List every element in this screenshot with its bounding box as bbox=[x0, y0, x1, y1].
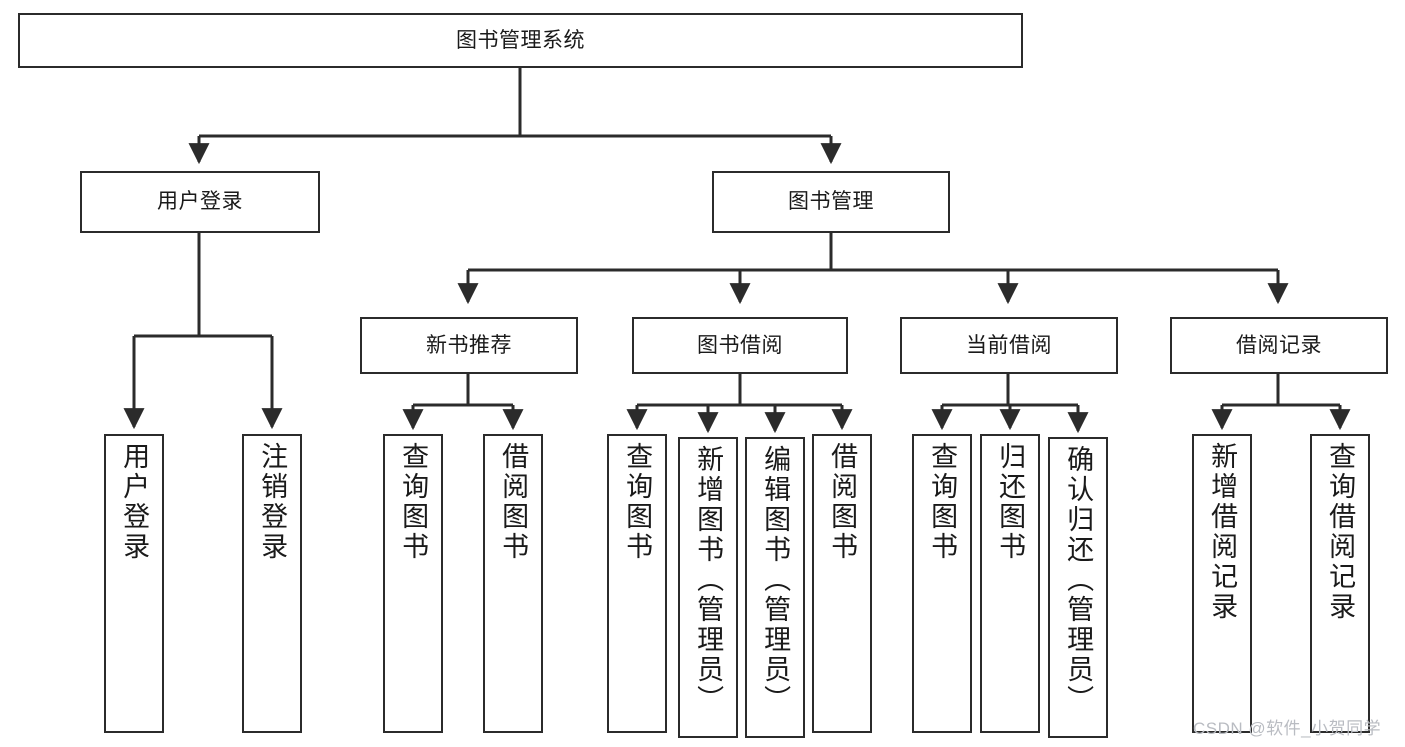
leaf-borrow-book-2-label: 借阅图书 bbox=[827, 442, 858, 562]
leaf-user-login-label: 用户登录 bbox=[119, 442, 150, 562]
leaf-return-book-label: 归还图书 bbox=[995, 442, 1026, 562]
node-book-manage[interactable]: 图书管理 bbox=[712, 171, 950, 233]
node-book-manage-label: 图书管理 bbox=[788, 190, 874, 214]
node-current-borrow[interactable]: 当前借阅 bbox=[900, 317, 1118, 374]
node-borrow-record[interactable]: 借阅记录 bbox=[1170, 317, 1388, 374]
leaf-confirm-return-label: 确认归还（管理员） bbox=[1063, 445, 1094, 715]
node-book-borrow-label: 图书借阅 bbox=[697, 333, 783, 357]
leaf-borrow-book-2[interactable]: 借阅图书 bbox=[812, 434, 872, 733]
leaf-edit-book[interactable]: 编辑图书（管理员） bbox=[745, 437, 805, 738]
node-root-label: 图书管理系统 bbox=[456, 28, 585, 52]
leaf-add-book-label: 新增图书（管理员） bbox=[693, 445, 724, 715]
leaf-query-book-2[interactable]: 查询图书 bbox=[607, 434, 667, 733]
leaf-borrow-book-1-label: 借阅图书 bbox=[498, 442, 529, 562]
node-root[interactable]: 图书管理系统 bbox=[18, 13, 1023, 68]
node-current-borrow-label: 当前借阅 bbox=[966, 333, 1052, 357]
leaf-return-book[interactable]: 归还图书 bbox=[980, 434, 1040, 733]
node-new-book-recommend-label: 新书推荐 bbox=[426, 333, 512, 357]
leaf-edit-book-label: 编辑图书（管理员） bbox=[760, 445, 791, 715]
leaf-user-logout[interactable]: 注销登录 bbox=[242, 434, 302, 733]
node-new-book-recommend[interactable]: 新书推荐 bbox=[360, 317, 578, 374]
leaf-query-record[interactable]: 查询借阅记录 bbox=[1310, 434, 1370, 733]
leaf-query-book-1[interactable]: 查询图书 bbox=[383, 434, 443, 733]
node-book-borrow[interactable]: 图书借阅 bbox=[632, 317, 848, 374]
leaf-add-record-label: 新增借阅记录 bbox=[1207, 442, 1238, 622]
leaf-add-record[interactable]: 新增借阅记录 bbox=[1192, 434, 1252, 733]
leaf-query-book-3-label: 查询图书 bbox=[927, 442, 958, 562]
leaf-query-book-3[interactable]: 查询图书 bbox=[912, 434, 972, 733]
leaf-query-record-label: 查询借阅记录 bbox=[1325, 442, 1356, 622]
leaf-query-book-2-label: 查询图书 bbox=[622, 442, 653, 562]
leaf-add-book[interactable]: 新增图书（管理员） bbox=[678, 437, 738, 738]
csdn-watermark: CSDN @软件_小贺同学 bbox=[1193, 719, 1382, 738]
leaf-user-logout-label: 注销登录 bbox=[257, 442, 288, 562]
leaf-borrow-book-1[interactable]: 借阅图书 bbox=[483, 434, 543, 733]
leaf-query-book-1-label: 查询图书 bbox=[398, 442, 429, 562]
node-user-login-label: 用户登录 bbox=[157, 190, 243, 214]
node-user-login[interactable]: 用户登录 bbox=[80, 171, 320, 233]
leaf-confirm-return[interactable]: 确认归还（管理员） bbox=[1048, 437, 1108, 738]
leaf-user-login[interactable]: 用户登录 bbox=[104, 434, 164, 733]
node-borrow-record-label: 借阅记录 bbox=[1236, 333, 1322, 357]
